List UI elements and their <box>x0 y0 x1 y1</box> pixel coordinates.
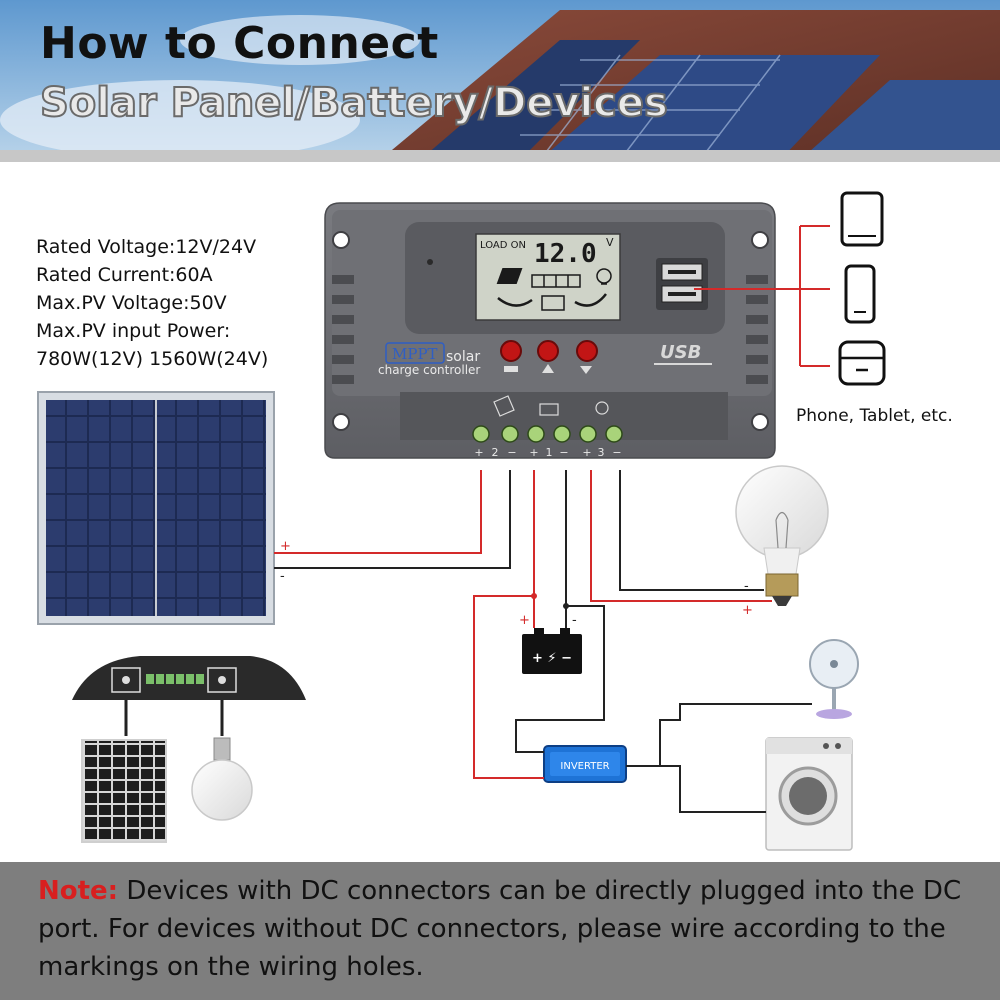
solar-panel <box>37 391 275 625</box>
phone-icon <box>844 264 876 324</box>
devices-caption: Phone, Tablet, etc. <box>796 406 953 426</box>
pv-minus-label: - <box>280 569 285 584</box>
terminal-screw-batt-minus[interactable] <box>553 425 571 443</box>
fan <box>809 639 859 719</box>
lcd-panel-icon <box>496 268 523 284</box>
brand-area: MPPT solar charge controller USB <box>378 342 712 377</box>
brand-line-1: solar <box>446 349 480 365</box>
usb-port-panel <box>656 258 708 310</box>
wire-inv-ac-2 <box>660 765 766 813</box>
terminal-battery-icon <box>539 403 559 416</box>
terminal-screw-load-plus[interactable] <box>579 425 597 443</box>
usb-label: USB <box>660 342 701 363</box>
tablet-icon <box>840 191 884 247</box>
terminal-num-3: 3 <box>598 446 605 459</box>
terminal-sign-3: + <box>529 446 538 459</box>
brand-badge: MPPT <box>392 345 438 363</box>
wire-inv-ac-1 <box>626 703 812 767</box>
terminal-screw-pv-plus[interactable] <box>472 425 490 443</box>
control-buttons <box>500 340 598 374</box>
inverter-label: INVERTER <box>560 761 609 772</box>
wire-pv-minus <box>274 470 511 569</box>
spec-line: Max.PV Voltage:50V <box>36 292 227 314</box>
note-body: Devices with DC connectors can be direct… <box>38 876 962 982</box>
button-up[interactable] <box>537 340 559 362</box>
lcd-unit: V <box>606 236 614 249</box>
note-label: Note: <box>38 876 119 906</box>
terminal-block: + 2 − + 1 − + 3 − <box>400 392 728 459</box>
battery: + ⚡ − <box>522 628 582 674</box>
wire-inv-minus <box>515 605 605 753</box>
lcd-status: LOAD ON <box>480 240 526 251</box>
note-bar <box>0 862 1000 1000</box>
note-text: Note: Devices with DC connectors can be … <box>38 872 978 986</box>
lcd-arrow-right-icon <box>574 293 607 307</box>
lcd-arrow-left-icon <box>497 297 533 307</box>
lcd-display: LOAD ON 12.0 V <box>475 233 621 321</box>
inverter: INVERTER <box>543 745 627 783</box>
button-down[interactable] <box>576 340 598 362</box>
terminal-screw-pv-minus[interactable] <box>501 425 519 443</box>
terminal-sign-5: + <box>582 446 591 459</box>
terminal-load-icon <box>595 401 609 415</box>
lcd-bulb-icon <box>596 268 612 285</box>
terminal-pv-icon <box>493 395 515 417</box>
washing-machine <box>765 737 853 851</box>
terminal-num-2: 2 <box>492 446 499 459</box>
terminal-sign-1: + <box>474 446 483 459</box>
device-box-icon <box>838 340 886 386</box>
pv-plus-label: + <box>280 539 291 554</box>
header-banner <box>0 0 1000 162</box>
small-bulb <box>191 737 253 821</box>
terminal-sign-2: − <box>507 446 516 459</box>
lcd-battery-bars-icon <box>531 274 581 288</box>
button-up-icon <box>542 364 554 373</box>
terminal-screw-load-minus[interactable] <box>605 425 623 443</box>
battery-symbol: + ⚡ − <box>532 651 572 666</box>
specs-list: Rated Voltage:12V/24V Rated Current:60A … <box>36 233 268 373</box>
load-plus-label: + <box>742 603 753 618</box>
load-bulb <box>735 465 829 606</box>
terminal-sign-6: − <box>612 446 621 459</box>
button-down-icon <box>580 366 592 374</box>
header-subtitle: Solar Panel/Battery/Devices <box>39 79 669 127</box>
button-menu-icon <box>504 366 518 372</box>
spec-line: Rated Current:60A <box>36 264 213 286</box>
terminal-sign-4: − <box>559 446 568 459</box>
spec-line: Rated Voltage:12V/24V <box>36 236 257 258</box>
wire-load-plus <box>590 470 772 602</box>
brand-line-2: charge controller <box>378 363 480 377</box>
button-menu[interactable] <box>500 340 522 362</box>
lcd-value: 12.0 <box>534 239 597 269</box>
terminal-screw-batt-plus[interactable] <box>527 425 545 443</box>
spec-line: 780W(12V) 1560W(24V) <box>36 348 269 370</box>
battery-minus-label: - <box>572 613 577 628</box>
wire-pv-plus <box>274 470 482 554</box>
usb-wiring <box>694 225 830 367</box>
wire-load-minus <box>619 470 764 591</box>
spec-line: Max.PV input Power: <box>36 320 231 342</box>
wiring <box>274 470 812 813</box>
terminal-num-1: 1 <box>546 446 553 459</box>
lcd-battery-icon <box>541 295 565 311</box>
small-solar-panel <box>81 739 167 843</box>
dc-controller <box>72 656 306 736</box>
wire-inv-plus <box>473 595 544 779</box>
battery-plus-label: + <box>519 613 530 628</box>
load-minus-label: - <box>744 579 749 594</box>
header-title: How to Connect <box>40 18 439 69</box>
